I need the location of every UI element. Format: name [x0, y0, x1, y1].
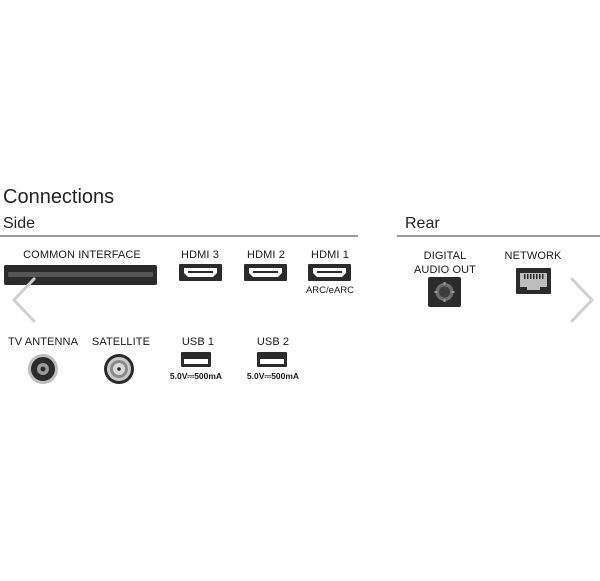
satellite-port-icon [103, 353, 135, 390]
digital-audio-out-label-line2: AUDIO OUT [413, 264, 476, 276]
hdmi3-label: HDMI 3 [181, 249, 219, 261]
common-interface-slot-icon [4, 265, 157, 290]
common-interface-label: COMMON INTERFACE [23, 249, 141, 261]
usb2-port-icon [257, 352, 287, 372]
tv-antenna-label: TV ANTENNA [7, 336, 79, 348]
usb2-rating: 5.0V⎓500mA [246, 371, 300, 381]
ethernet-port-icon [516, 268, 551, 299]
rear-divider [397, 235, 600, 237]
usb1-label: USB 1 [181, 336, 215, 348]
hdmi1-port-icon [308, 264, 351, 286]
hdmi2-port-icon [244, 264, 287, 286]
usb2-label: USB 2 [256, 336, 290, 348]
hdmi2-label: HDMI 2 [247, 249, 285, 261]
page-title: Connections [3, 186, 115, 208]
hdmi1-label: HDMI 1 [311, 249, 349, 261]
next-arrow-button[interactable] [568, 275, 598, 325]
usb1-port-icon [181, 352, 211, 372]
satellite-label: SATELLITE [91, 336, 151, 348]
rear-heading: Rear [405, 215, 440, 232]
optical-audio-port-icon [428, 277, 461, 312]
chevron-right-icon [568, 275, 598, 325]
network-label: NETWORK [504, 250, 562, 262]
hdmi3-port-icon [179, 264, 222, 286]
digital-audio-out-label-line1: DIGITAL [423, 250, 467, 262]
antenna-port-icon [27, 353, 59, 390]
side-divider [0, 235, 358, 237]
hdmi1-arc-note: ARC/eARC [305, 285, 355, 296]
prev-arrow-button[interactable] [8, 275, 38, 325]
chevron-left-icon [8, 275, 38, 325]
usb1-rating: 5.0V⎓500mA [169, 371, 223, 381]
side-heading: Side [3, 215, 36, 232]
